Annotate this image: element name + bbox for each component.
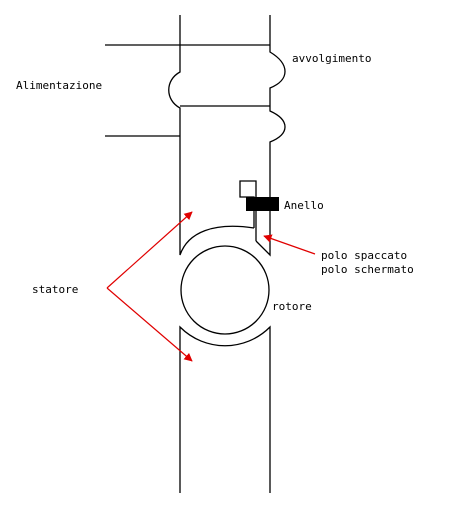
label-statore: statore — [32, 283, 78, 296]
label-anello: Anello — [284, 199, 324, 212]
label-alimentazione: Alimentazione — [16, 79, 102, 92]
label-rotore: rotore — [272, 300, 312, 313]
copper-ring — [246, 197, 279, 211]
stator-arrows — [106, 211, 193, 362]
rotor-circle — [180, 245, 270, 335]
shaded-pole-arrow — [263, 234, 316, 255]
winding-coil — [105, 44, 270, 137]
label-polo-schermato: polo schermato — [321, 263, 414, 276]
stator-upper — [168, 15, 286, 257]
stator-lower — [179, 325, 271, 493]
label-polo-spaccato: polo spaccato — [321, 249, 407, 262]
label-avvolgimento: avvolgimento — [292, 52, 371, 65]
